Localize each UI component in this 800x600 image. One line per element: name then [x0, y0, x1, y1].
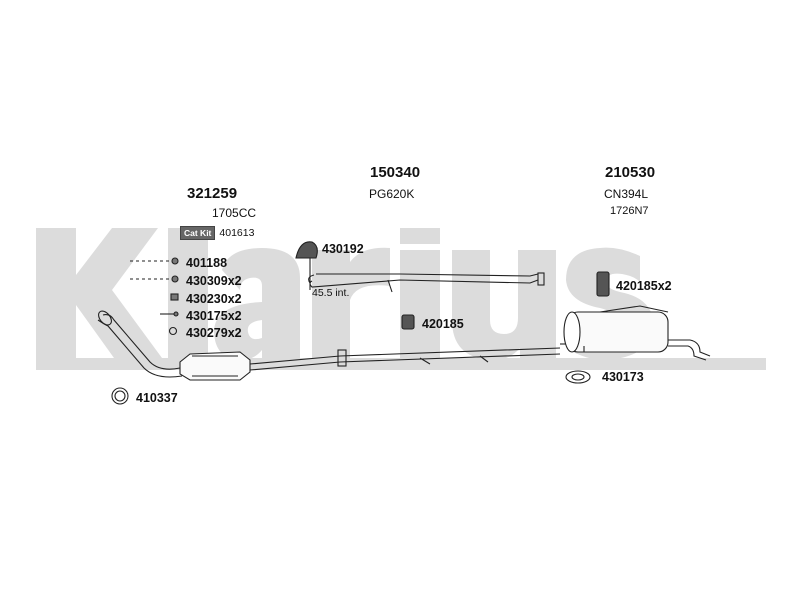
- middle-pipe: [308, 256, 545, 293]
- label-430173: 430173: [602, 370, 644, 384]
- cat-kit-badge: Cat Kit: [180, 226, 216, 240]
- code-1726n7: 1726N7: [610, 205, 649, 217]
- part-number-150340: 150340: [370, 164, 421, 181]
- label-420185: 420185: [422, 317, 464, 331]
- item-430279x2: 430279x2: [186, 326, 242, 340]
- bolt-icons: [130, 257, 179, 336]
- item-430230x2: 430230x2: [186, 292, 242, 306]
- code-cn394l: CN394L: [604, 187, 649, 201]
- item-401188: 401188: [186, 256, 228, 270]
- ring-410337-icon: [111, 387, 129, 405]
- label-420185x2: 420185x2: [616, 279, 672, 293]
- length-note: 45.5 int.: [312, 287, 350, 299]
- item-430309x2: 430309x2: [186, 274, 242, 288]
- cat-kit-row: Cat Kit 401613: [180, 226, 254, 240]
- part-number-210530: 210530: [605, 164, 656, 181]
- part-number-321259: 321259: [187, 185, 238, 202]
- code-1705cc: 1705CC: [212, 206, 257, 220]
- cat-kit-number: 401613: [219, 227, 255, 239]
- hanger-420185-icon: [401, 314, 415, 330]
- front-pipe-with-catalyst: [97, 310, 561, 381]
- rear-silencer: [560, 305, 711, 361]
- code-pg620k: PG620K: [369, 187, 415, 201]
- item-430175x2: 430175x2: [186, 309, 242, 323]
- hanger-430192-icon: [295, 241, 318, 259]
- label-430192: 430192: [322, 242, 364, 256]
- label-410337: 410337: [136, 391, 178, 405]
- gasket-430173-icon: [565, 370, 591, 384]
- hanger-420185x2-icon: [596, 271, 610, 297]
